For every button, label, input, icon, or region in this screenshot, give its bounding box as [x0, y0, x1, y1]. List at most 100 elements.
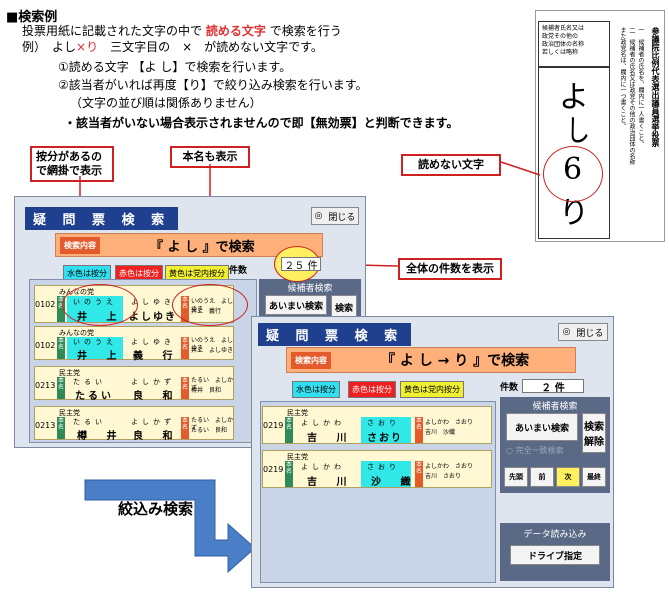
ballot-note-3: また政党名は、欄内に一つ書くこと。	[619, 27, 626, 129]
window1-close-button[interactable]: ◎ 閉じる	[311, 207, 359, 225]
intro-line-4: ②該当者がいれば再度【り】で絞り込み検索を行います。	[58, 78, 368, 92]
card-furigana-1: いのうえ	[73, 338, 117, 346]
intro-line-6: ・該当者がいない場合表示されませんので即【無効票】と判断できます。	[64, 116, 459, 130]
window2-exact-search[interactable]: ○ 完全一致検索	[506, 445, 564, 456]
card-furigana-2: さおり	[367, 419, 400, 427]
window2-title: 疑 問 票 検 索	[258, 323, 412, 346]
result-card[interactable]: 0219 民主党 本名 よしかわ さおり 吉 川 沙 織 本名 よしかわ さおり…	[262, 450, 492, 488]
card-furigana-2: よしゆき	[131, 298, 175, 306]
card-furigana-2: よしゆき	[131, 338, 175, 346]
card-tag: 本名	[57, 296, 65, 322]
ballot-image: 候補者氏名又は 政党その他の 政治団体の名称 若しくは略称 よ し 6 り また…	[535, 10, 665, 242]
card-real-furigana: いのうえ よしゆき	[191, 337, 234, 352]
intro-line-2a: 例） よし	[22, 40, 77, 54]
window1-candidate-search-label: 候補者検索	[287, 284, 333, 294]
window1-candidate-panel: 候補者検索 あいまい検索 検索	[259, 279, 361, 319]
result-card[interactable]: 0213 民主党 本名 たるい よしかず 樽 井 良 和 本名 たるい よしかず…	[34, 406, 234, 442]
card-real-name: たるい 良和	[191, 427, 228, 434]
window1-title: 疑 問 票 検 索	[25, 207, 179, 230]
window2-fuzzy-search-button[interactable]: あいまい検索	[506, 413, 578, 441]
card-number: 0213	[35, 421, 56, 430]
callout-total-count: 全体の件数を表示	[398, 258, 502, 280]
card-party: 民主党	[59, 369, 80, 377]
nav-first-button[interactable]: 先頭	[504, 467, 528, 487]
nav-next-button[interactable]: 次	[556, 467, 580, 487]
filter-yellow[interactable]: 黄色は党内按分	[400, 381, 464, 398]
card-number: 0219	[263, 421, 284, 430]
card-real-tag: 本名	[415, 461, 423, 487]
card-name-2: さおり	[367, 433, 403, 444]
card-tag: 本名	[285, 417, 293, 443]
window1-count-highlight: ２５ 件	[274, 246, 321, 282]
window1-search-text: 『 よ し 』で検索	[150, 239, 255, 255]
window2-count: 件数 ２ 件	[500, 379, 585, 394]
window2-close-label: 閉じる	[576, 328, 604, 339]
window2-data-load-panel: データ読み込み ドライブ指定	[500, 523, 610, 581]
card-furigana-2: さおり	[367, 463, 400, 471]
highlight-furigana-ellipse	[62, 284, 138, 326]
window1-close-label: 閉じる	[328, 212, 356, 223]
card-number: 0102	[35, 341, 56, 350]
card-furigana-2: よしかず	[131, 378, 175, 386]
card-tag: 本名	[57, 337, 65, 359]
card-party: 民主党	[59, 409, 80, 417]
window2-data-load-label: データ読み込み	[523, 530, 587, 540]
nav-prev-button[interactable]: 前	[530, 467, 554, 487]
intro-line-1a: 投票用紙に記載された文字の中で	[22, 24, 203, 38]
card-real-tag: 本名	[181, 377, 189, 399]
intro-line-5: （文字の並び順は関係ありません）	[70, 96, 262, 110]
radio-icon: ○	[506, 446, 513, 455]
nav-last-button[interactable]: 最終	[582, 467, 606, 487]
intro-line-1c: で検索を行う	[269, 24, 342, 38]
intro-line-2b: ×り	[76, 40, 99, 54]
window2-count-value: ２ 件	[522, 379, 585, 394]
handwriting-char-1: よ	[559, 80, 589, 115]
card-furigana-1: たるい	[73, 378, 106, 386]
card-real-name: 吉川 沙織	[425, 429, 456, 436]
card-real-furigana: よしかわ さおり	[425, 419, 474, 426]
ballot-note-1: 一 候補者の氏名を、欄内に一人書くこと。	[637, 27, 644, 147]
window2-close-button[interactable]: ◎ 閉じる	[558, 323, 608, 341]
card-name-2: 良 和	[133, 391, 181, 402]
card-real-tag: 本名	[181, 337, 189, 359]
card-tag: 本名	[57, 417, 65, 439]
card-real-tag: 本名	[415, 417, 423, 443]
intro-line-1b: 読める文字	[205, 24, 266, 38]
result-card[interactable]: 0213 民主党 本名 たるい よしかず たるい 良 和 本名 たるい よしかず…	[34, 366, 234, 402]
unreadable-circle	[543, 146, 603, 202]
card-real-tag: 本名	[181, 417, 189, 439]
window1-count-value: ２５ 件	[281, 257, 321, 272]
window1-fuzzy-search-button[interactable]: あいまい検索	[265, 295, 327, 315]
card-name-2: 義 行	[133, 351, 181, 362]
intro-line-3: ①読める文字 【よ し】で検索を行います。	[58, 60, 292, 74]
result-card[interactable]: 0219 民主党 本名 よしかわ さおり 吉 川 さおり 本名 よしかわ さおり…	[262, 406, 492, 444]
close-icon: ◎	[314, 211, 323, 221]
ballot-note-2: 二 候補者の氏名又は政党その他の政治団体の名称	[628, 27, 635, 165]
card-furigana-1: よしかわ	[301, 419, 345, 427]
window2-search-bar: 検索内容 『 よ し → り 』で検索	[286, 347, 576, 373]
intro-line-2c: 三文字目の × が読めない文字です。	[98, 40, 323, 54]
window2-exact-search-label: 完全一致検索	[515, 446, 564, 455]
window1-search-label: 検索内容	[60, 236, 100, 254]
ballot-header-box: 候補者氏名又は 政党その他の 政治団体の名称 若しくは略称	[538, 21, 610, 67]
ballot-title: 参議院比例代表選出議員選挙投票	[651, 27, 660, 147]
card-real-name: 吉川 さおり	[425, 473, 462, 480]
window2-drive-button[interactable]: ドライブ指定	[510, 545, 600, 565]
filter-cyan[interactable]: 水色は按分	[292, 381, 340, 398]
close-icon: ◎	[562, 327, 571, 337]
window2-search-label: 検索内容	[291, 351, 331, 369]
card-name-2: よしゆき	[129, 312, 177, 323]
card-real-name: 樽井 良和	[191, 387, 222, 394]
filter-red[interactable]: 赤色は按分	[348, 381, 396, 398]
card-name-2: 沙 織	[371, 477, 419, 488]
card-furigana-1: よしかわ	[301, 463, 345, 471]
handwriting-char-2: し	[566, 114, 590, 149]
ballot-write-box: よ し 6 り	[538, 67, 610, 239]
section-heading: ■検索例	[6, 10, 58, 25]
card-name-1: 吉 川	[307, 433, 355, 444]
window1-count-label: 件数	[229, 266, 248, 276]
result-card[interactable]: 0102 みんなの党 本名 いのうえ よしゆき 井 上 義 行 本名 いのうえ …	[34, 326, 234, 362]
window2-search-cancel-button[interactable]: 検索 解除	[582, 413, 606, 453]
card-party: みんなの党	[59, 329, 94, 337]
filter-red[interactable]: 赤色は按分	[115, 265, 163, 282]
